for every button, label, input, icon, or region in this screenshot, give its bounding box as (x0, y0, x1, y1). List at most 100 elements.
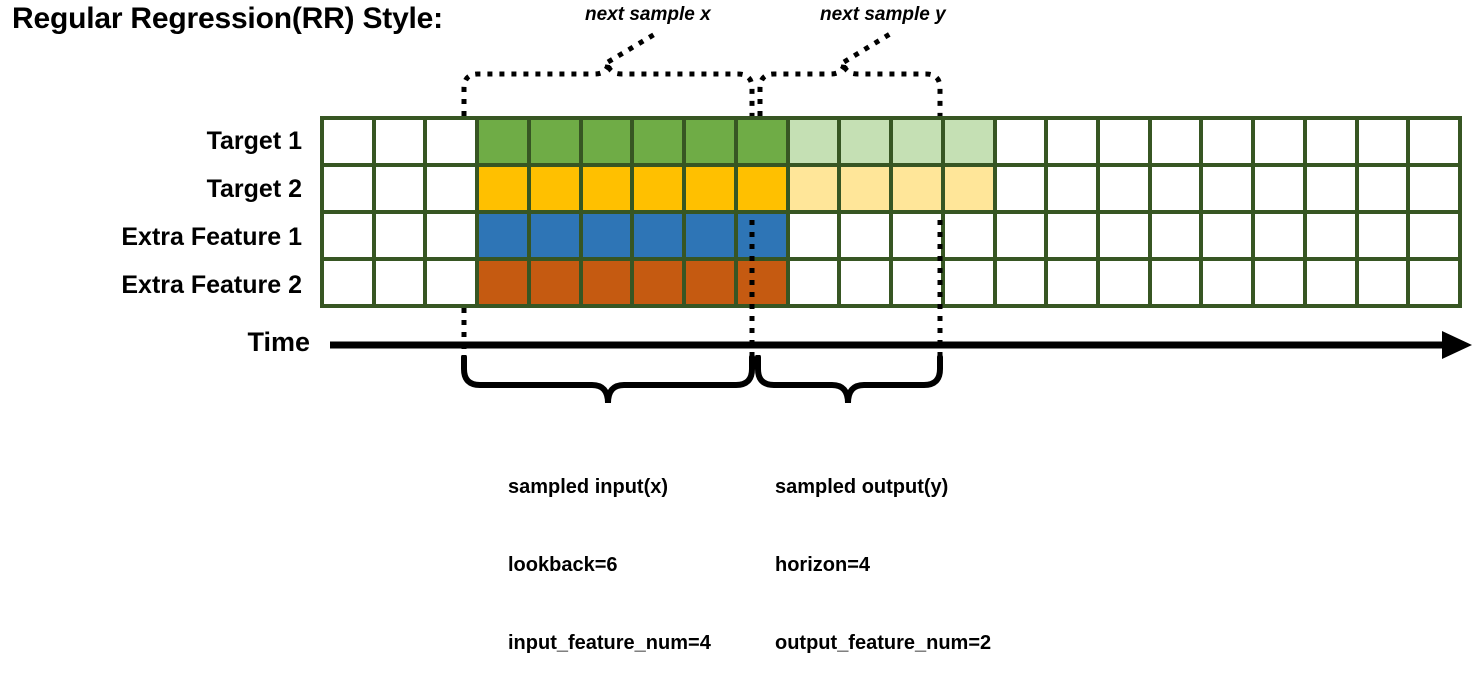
grid-cell-empty (427, 167, 476, 210)
brace-sampled-output (755, 355, 943, 404)
grid-cell-empty (996, 261, 1045, 304)
grid-cell-input (686, 120, 734, 163)
grid-cell-empty (375, 120, 424, 163)
grid-cell-input (530, 120, 579, 163)
grid-cell-input (479, 261, 527, 304)
grid-cell-empty (1048, 167, 1097, 210)
grid-cell-empty (1151, 120, 1200, 163)
grid-cell-empty (427, 261, 476, 304)
grid-cell-input (737, 261, 786, 304)
grid-cell-empty (1358, 261, 1407, 304)
grid-cell-output (841, 167, 890, 210)
grid-row-extra-feature-2 (324, 261, 1459, 304)
grid-cell-empty (1358, 167, 1407, 210)
grid-cell-empty (1203, 214, 1252, 257)
grid-cell-input (634, 214, 683, 257)
row-label-column: Target 1 Target 2 Extra Feature 1 Extra … (0, 118, 312, 308)
grid-cell-empty (1306, 261, 1355, 304)
grid-cell-empty (1151, 214, 1200, 257)
grid-cell-empty (1306, 120, 1355, 163)
grid-cell-input (686, 214, 734, 257)
grid-cell-input (582, 120, 631, 163)
grid-cell-output (893, 167, 941, 210)
grid-cell-empty (1358, 214, 1407, 257)
leader-next-sample-y (842, 31, 892, 65)
caption-input-line-2: lookback=6 (508, 554, 618, 576)
grid-cell-input (634, 167, 683, 210)
grid-cell-output (893, 120, 941, 163)
grid-cell-empty (1100, 261, 1148, 304)
caption-output-line-3: output_feature_num=2 (775, 632, 992, 654)
grid-cell-empty (1306, 167, 1355, 210)
time-axis-label: Time (247, 327, 310, 357)
caption-sampled-input: sampled input(x) lookback=6 input_featur… (508, 422, 711, 682)
row-label-extra-feature-1: Extra Feature 1 (121, 223, 302, 251)
grid-cell-empty (324, 167, 372, 210)
grid-cell-empty (893, 214, 941, 257)
caption-input-line-1: sampled input(x) (508, 476, 669, 498)
grid-cell-output (841, 120, 890, 163)
grid-cell-input (737, 167, 786, 210)
annotation-next-sample-x: next sample x (585, 4, 711, 25)
grid-cell-empty (1048, 214, 1097, 257)
grid-cell-output (789, 167, 838, 210)
grid-cell-output (789, 120, 838, 163)
grid-cell-empty (996, 214, 1045, 257)
grid-row-extra-feature-1 (324, 214, 1459, 257)
grid-cell-empty (427, 214, 476, 257)
grid-cell-empty (1151, 167, 1200, 210)
grid-cell-input (530, 261, 579, 304)
grid-cell-input (582, 261, 631, 304)
grid-cell-empty (1410, 214, 1459, 257)
grid-cell-empty (375, 261, 424, 304)
grid-cell-empty (324, 120, 372, 163)
grid-cell-empty (1151, 261, 1200, 304)
leader-next-sample-x (606, 31, 657, 65)
grid-cell-empty (1410, 261, 1459, 304)
grid-cell-input (686, 261, 734, 304)
grid-cell-input (479, 167, 527, 210)
grid-cell-empty (841, 261, 890, 304)
grid-cell-empty (1203, 120, 1252, 163)
grid-cell-empty (944, 214, 993, 257)
grid-cell-empty (789, 214, 838, 257)
time-axis-arrowhead (1442, 331, 1472, 359)
grid-cell-empty (1100, 214, 1148, 257)
caption-sampled-output: sampled output(y) horizon=4 output_featu… (775, 422, 991, 682)
top-dotted-braces (461, 31, 943, 116)
row-label-target-1: Target 1 (206, 127, 302, 155)
row-label-target-2: Target 2 (206, 175, 302, 203)
grid-cell-empty (944, 261, 993, 304)
grid-cell-empty (1255, 167, 1303, 210)
grid-cell-empty (427, 120, 476, 163)
caption-input-line-3: input_feature_num=4 (508, 632, 711, 654)
grid-cell-empty (1255, 120, 1303, 163)
grid-cell-input (530, 214, 579, 257)
grid-cell-empty (996, 120, 1045, 163)
caption-output-line-1: sampled output(y) (775, 476, 949, 498)
grid-cell-empty (841, 214, 890, 257)
grid-cell-empty (375, 214, 424, 257)
grid-cell-empty (1255, 261, 1303, 304)
grid-cell-empty (375, 167, 424, 210)
grid-cell-empty (789, 261, 838, 304)
vertical-dotted-guides (461, 220, 943, 362)
grid-cell-input (479, 214, 527, 257)
grid-cell-output (944, 167, 993, 210)
grid-cell-empty (996, 167, 1045, 210)
grid-cell-input (582, 214, 631, 257)
grid-cell-input (479, 120, 527, 163)
grid-row-target-1 (324, 120, 1459, 163)
caption-output-line-2: horizon=4 (775, 554, 871, 576)
grid-cell-empty (1306, 214, 1355, 257)
grid-cell-input (686, 167, 734, 210)
grid-cell-empty (1048, 261, 1097, 304)
time-axis-arrow (330, 331, 1472, 359)
grid-cell-input (634, 120, 683, 163)
timeline-grid (320, 116, 1462, 308)
grid-cell-empty (1410, 120, 1459, 163)
grid-cell-input (530, 167, 579, 210)
grid-cell-empty (1358, 120, 1407, 163)
grid-cell-empty (1255, 214, 1303, 257)
brace-sampled-input (461, 355, 755, 404)
